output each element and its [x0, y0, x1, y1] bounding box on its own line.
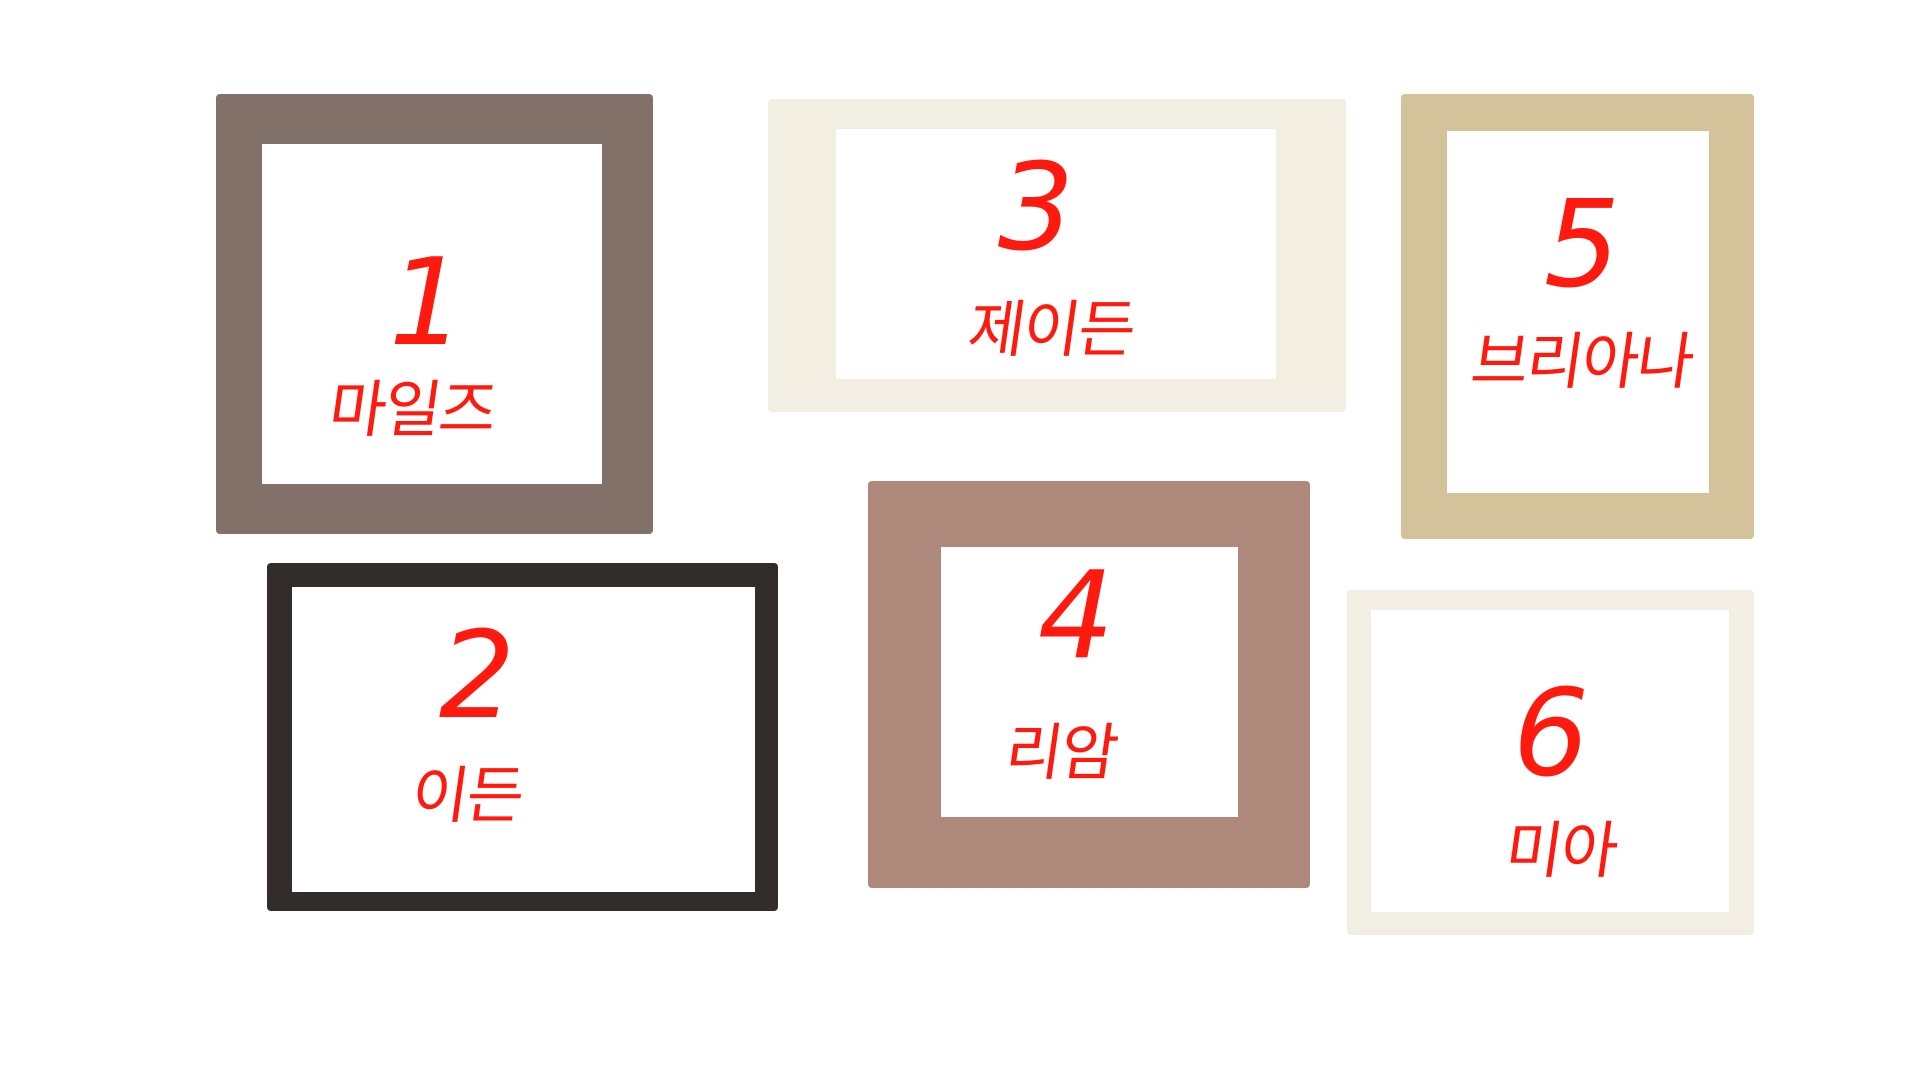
frame-3-name: 제이든	[963, 293, 1139, 366]
frame-5-photo-area: 5 브리아나	[1447, 131, 1709, 493]
picture-frame-4: 4 리암	[868, 481, 1310, 888]
frame-6-photo-area: 6 미아	[1371, 610, 1729, 912]
frame-5-number: 5	[1543, 176, 1621, 315]
frame-1-photo-area: 1 마일즈	[262, 144, 602, 484]
frame-6-number: 6	[1512, 665, 1590, 804]
picture-frame-1: 1 마일즈	[216, 94, 653, 534]
frame-6-name: 미아	[1500, 814, 1622, 887]
picture-frame-6: 6 미아	[1347, 590, 1754, 935]
frame-4-name: 리암	[1000, 716, 1122, 789]
frame-4-number: 4	[1037, 547, 1115, 686]
picture-frame-5: 5 브리아나	[1401, 94, 1754, 539]
frame-2-photo-area: 2 이든	[292, 587, 755, 892]
frame-2-number: 2	[438, 607, 516, 746]
frame-5-name: 브리아나	[1466, 325, 1698, 398]
frame-3-number: 3	[997, 139, 1075, 278]
frame-4-photo-area: 4 리암	[941, 547, 1238, 817]
picture-frame-2: 2 이든	[267, 563, 778, 911]
frame-1-number: 1	[388, 234, 466, 373]
frame-1-name: 마일즈	[324, 373, 500, 446]
picture-frame-3: 3 제이든	[768, 99, 1346, 412]
frame-2-name: 이든	[406, 759, 528, 832]
frame-3-photo-area: 3 제이든	[836, 129, 1276, 379]
